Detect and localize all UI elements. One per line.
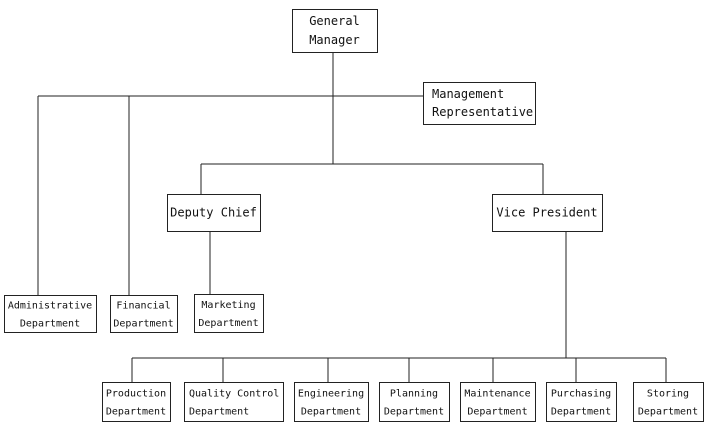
node-box [379,382,450,422]
node-box [194,294,264,333]
node-box [633,382,704,422]
node-box [294,382,369,422]
node-box [292,9,378,53]
org-nodes: GeneralManagerManagementRepresentativeDe… [4,9,704,422]
node-label-line: General [309,14,360,28]
node-label-line: Quality Control [189,388,279,399]
node-label-line: Department [638,406,698,417]
node-label-line: Department [384,406,444,417]
node-deputy-chief: Deputy Chief [167,194,261,232]
node-label-line: Maintenance [464,388,530,399]
node-label-line: Engineering [298,388,364,399]
node-label-line: Production [106,388,166,399]
node-box [423,82,536,125]
node-label-line: Financial [116,300,170,311]
connector-lines [37,52,667,382]
node-label-line: Administrative [8,300,92,311]
node-box [492,194,603,232]
node-label-line: Department [113,318,173,329]
node-box [102,382,171,422]
node-vice-president: Vice President [492,194,603,232]
node-label-line: Manager [309,33,360,47]
node-box [184,382,284,422]
node-label-line: Department [20,318,80,329]
node-box [546,382,617,422]
node-box [110,295,178,333]
node-label-line: Department [198,318,258,329]
node-label-line: Planning [390,388,438,399]
node-label-line: Deputy Chief [170,205,257,219]
node-label-line: Department [189,406,249,417]
node-label-line: Department [467,406,527,417]
node-label-line: Department [301,406,361,417]
node-label-line: Management [432,87,504,101]
node-label-line: Storing [647,388,689,399]
node-label-line: Marketing [201,300,255,311]
node-label-line: Department [551,406,611,417]
node-box [4,295,97,333]
node-label-line: Representative [432,105,533,119]
node-label-line: Vice President [496,205,597,219]
node-box [460,382,536,422]
node-box [167,194,261,232]
node-label-line: Department [106,406,166,417]
node-label-line: Purchasing [551,388,611,399]
